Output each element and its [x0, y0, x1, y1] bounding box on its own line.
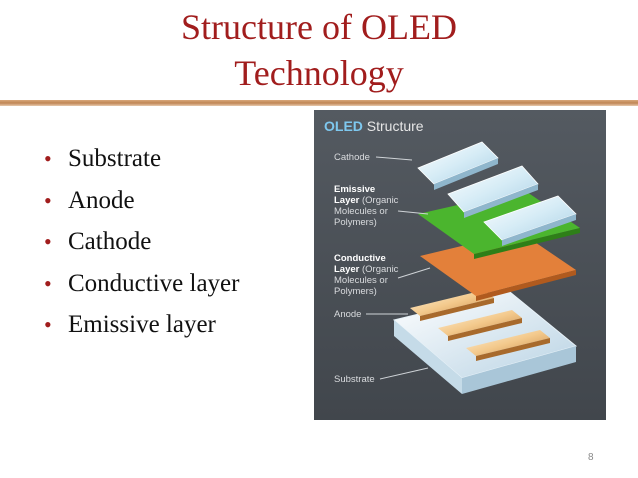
bullet-item: • Anode	[44, 180, 239, 222]
title-divider	[0, 100, 638, 106]
anode-layer	[410, 290, 550, 361]
bullet-item: • Emissive layer	[44, 304, 239, 346]
bullet-text: Cathode	[68, 228, 152, 255]
bullet-dot-icon: •	[44, 229, 52, 254]
bullet-item: • Conductive layer	[44, 263, 239, 305]
label-conductive-line1: Conductive	[334, 253, 386, 264]
page-number: 8	[588, 452, 594, 463]
bullet-dot-icon: •	[44, 312, 52, 337]
bullet-list: • Substrate • Anode • Cathode • Conductive l…	[44, 138, 239, 346]
slide-title: Structure of OLED Technology	[0, 4, 638, 96]
label-emissive-line2: Layer (Organic	[334, 195, 399, 206]
leader-substrate	[379, 367, 429, 380]
leader-cathode	[375, 156, 413, 161]
oled-diagram-svg: OLED Structure	[314, 110, 606, 420]
label-substrate: Substrate	[334, 374, 375, 385]
label-conductive-line4: Polymers)	[334, 286, 377, 297]
bullet-dot-icon: •	[44, 187, 52, 213]
label-conductive-line2: Layer (Organic	[334, 264, 399, 275]
bullet-text: Substrate	[68, 145, 162, 172]
title-line-1: Structure of OLED	[181, 7, 457, 47]
label-emissive-line3: Molecules or	[334, 206, 388, 217]
label-anode: Anode	[334, 309, 361, 320]
bullet-dot-icon: •	[44, 270, 52, 296]
conductive-layer	[420, 232, 576, 301]
title-line-2: Technology	[234, 53, 404, 93]
leader-emissive	[397, 210, 429, 215]
bullet-item: • Substrate	[44, 138, 239, 180]
bullet-text: Conductive layer	[68, 269, 240, 297]
label-emissive-line4: Polymers)	[334, 217, 377, 228]
label-emissive-line1: Emissive	[334, 184, 375, 195]
cathode-layer	[417, 141, 577, 246]
oled-structure-diagram: OLED Structure	[314, 110, 606, 420]
leader-conductive	[397, 267, 431, 279]
label-conductive-line3: Molecules or	[334, 275, 388, 286]
bullet-text: Anode	[68, 186, 135, 214]
bullet-dot-icon: •	[44, 146, 52, 171]
bullet-text: Emissive layer	[68, 311, 216, 338]
diagram-header: OLED Structure	[324, 118, 424, 134]
bullet-item: • Cathode	[44, 221, 239, 263]
label-cathode: Cathode	[334, 152, 370, 163]
